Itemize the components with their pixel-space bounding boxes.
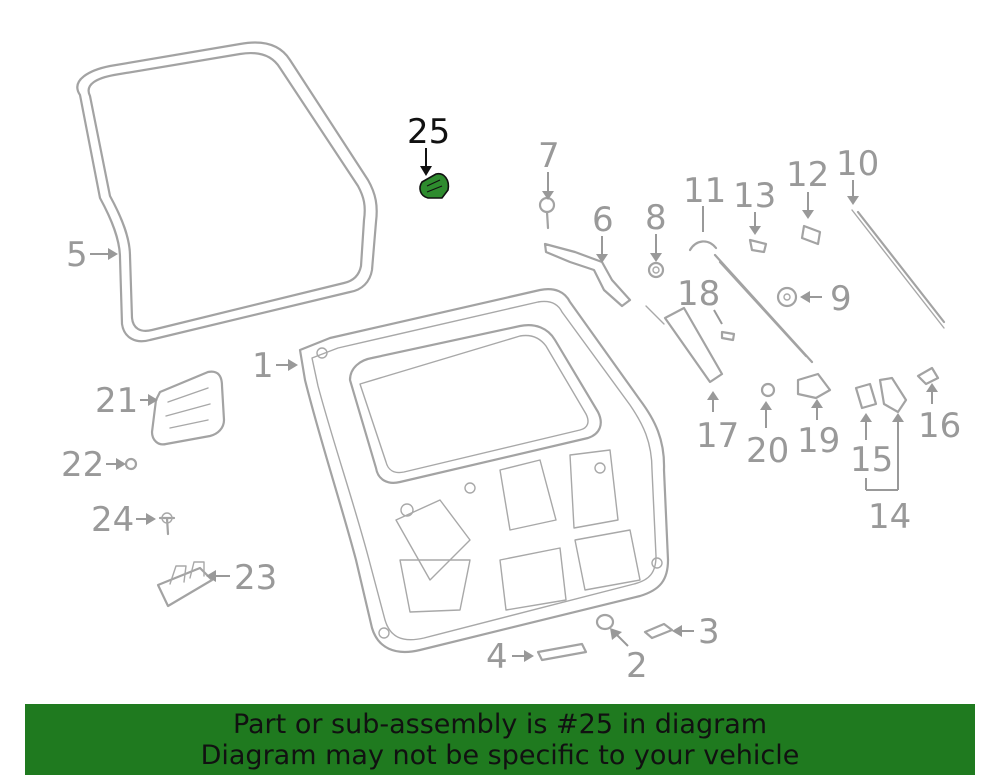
banner-line-2: Diagram may not be specific to your vehi… bbox=[200, 739, 800, 771]
part-8-nut bbox=[647, 261, 665, 279]
part-22-clip bbox=[124, 457, 138, 471]
part-17-channel bbox=[645, 305, 724, 384]
callout-8: 8 bbox=[645, 198, 667, 238]
callout-11: 11 bbox=[683, 171, 726, 211]
callout-16: 16 bbox=[918, 406, 961, 446]
callout-17: 17 bbox=[696, 416, 739, 456]
callout-3: 3 bbox=[698, 612, 720, 652]
callout-arrows bbox=[90, 148, 938, 662]
callout-6: 6 bbox=[592, 200, 614, 240]
part-6-hinge-bar bbox=[543, 242, 632, 308]
part-12-bracket bbox=[800, 224, 822, 246]
callout-9: 9 bbox=[830, 279, 852, 319]
callout-18: 18 bbox=[677, 274, 720, 314]
part-10-strut bbox=[851, 209, 946, 329]
callout-25: 25 bbox=[407, 112, 450, 152]
part-11-gas-strut bbox=[688, 240, 814, 364]
part-7-bolt bbox=[538, 196, 556, 230]
callout-2: 2 bbox=[626, 646, 648, 686]
part-23-bracket bbox=[156, 561, 214, 608]
part-2-bumper bbox=[595, 613, 615, 631]
part-14-hinge-right bbox=[878, 376, 908, 414]
callout-21: 21 bbox=[95, 381, 138, 421]
callout-24: 24 bbox=[91, 500, 134, 540]
callout-19: 19 bbox=[797, 421, 840, 461]
part-24-bolt bbox=[158, 512, 176, 536]
part-25-highlighted-component bbox=[419, 172, 450, 199]
part-15-hinge-left bbox=[854, 382, 878, 410]
callout-5: 5 bbox=[66, 235, 88, 275]
part-20-bolt bbox=[760, 382, 776, 398]
callout-10: 10 bbox=[836, 144, 879, 184]
part-18-bolt bbox=[720, 330, 736, 342]
part-3-pad bbox=[643, 622, 674, 640]
part-1-liftgate-panel bbox=[298, 288, 670, 654]
part-19-striker bbox=[796, 372, 832, 400]
callout-labels: 25 5 1 7 6 8 11 13 12 10 9 18 17 20 19 1… bbox=[61, 112, 961, 686]
callout-14: 14 bbox=[868, 497, 911, 537]
callout-13: 13 bbox=[733, 176, 776, 216]
info-banner: Part or sub-assembly is #25 in diagram D… bbox=[25, 704, 975, 775]
part-13-bolt bbox=[748, 238, 768, 254]
part-5-weatherstrip bbox=[76, 41, 378, 343]
banner-line-1: Part or sub-assembly is #25 in diagram bbox=[232, 708, 768, 740]
parts-diagram: 25 5 1 7 6 8 11 13 12 10 9 18 17 20 19 1… bbox=[61, 41, 961, 686]
callout-12: 12 bbox=[786, 155, 829, 195]
callout-7: 7 bbox=[538, 136, 560, 176]
callout-20: 20 bbox=[746, 431, 789, 471]
callout-4: 4 bbox=[486, 637, 508, 677]
callout-22: 22 bbox=[61, 445, 104, 485]
callout-1: 1 bbox=[252, 346, 274, 386]
part-4-handle bbox=[536, 642, 588, 662]
part-16-bolt bbox=[916, 366, 940, 386]
part-21-latch bbox=[150, 370, 226, 446]
callout-23: 23 bbox=[234, 558, 277, 598]
callout-15: 15 bbox=[850, 440, 893, 480]
part-9-washer bbox=[776, 286, 798, 308]
